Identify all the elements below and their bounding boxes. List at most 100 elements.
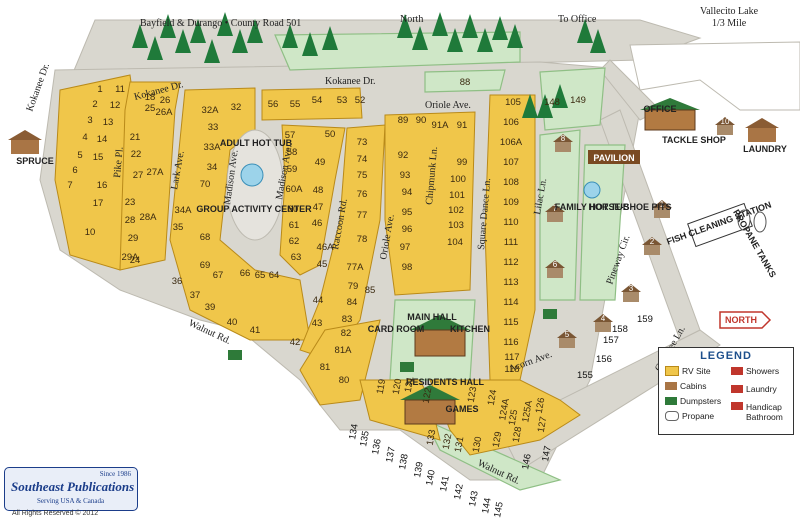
tree-icon [397, 14, 413, 38]
tree-icon [412, 26, 428, 50]
site-number: 15 [93, 152, 104, 163]
legend-label-handicap: Handicap Bathroom [746, 402, 783, 422]
site-number: 124 [486, 389, 500, 407]
site-number: 48 [313, 185, 324, 196]
site-number: 140 [424, 469, 438, 487]
legend-label-cabins: Cabins [680, 381, 707, 391]
site-number: 32A [202, 105, 220, 116]
cabin-number: 10 [721, 117, 730, 126]
site-number: 99 [457, 157, 468, 168]
site-number: 45 [317, 259, 328, 270]
place-label-card-room: CARD ROOM [368, 324, 425, 334]
site-number: 10 [85, 227, 96, 238]
site-number: 57 [285, 130, 296, 141]
site-number: 135 [358, 430, 372, 448]
cabin-number: 7 [553, 204, 558, 213]
site-number: 79 [348, 281, 359, 292]
tree-icon [247, 19, 263, 43]
place-label-pavilion: PAVILION [593, 153, 634, 163]
vallecito-lake-area [629, 41, 800, 111]
family-hot-tub-icon [583, 181, 601, 199]
site-number: 24 [130, 255, 141, 266]
site-number: 148 [544, 97, 560, 108]
site-number: 1 [97, 84, 102, 95]
site-number: 39 [205, 302, 216, 313]
cabin-icon: 10 [715, 117, 735, 135]
adult-hot-tub-icon [240, 163, 264, 187]
site-number: 3 [87, 115, 92, 126]
cabin-icon: 1 [652, 200, 672, 218]
site-number: 77A [347, 262, 365, 273]
site-number: 118 [504, 364, 519, 375]
tree-icon [432, 12, 448, 36]
cabin-icon: 4 [593, 314, 613, 332]
legend-label-propane: Propane [682, 411, 715, 421]
publisher-tagline: Serving USA & Canada [37, 497, 105, 505]
site-number: 149 [570, 95, 586, 106]
tree-icon [590, 29, 606, 53]
site-number: 33A [204, 142, 222, 153]
site-number: 68 [200, 232, 211, 243]
site-number: 142 [452, 483, 466, 501]
site-number: 81A [335, 345, 353, 356]
tree-icon [302, 32, 318, 56]
site-number: 126 [534, 397, 548, 415]
site-number: 83 [342, 314, 353, 325]
cabin-icon: 2 [642, 237, 662, 255]
site-number: 85 [365, 285, 376, 296]
site-number: 16 [97, 180, 108, 191]
site-number: 155 [577, 370, 593, 381]
cabin-number: 4 [601, 314, 606, 323]
cabin-icon: 7 [545, 204, 565, 222]
cabin-number: 3 [629, 284, 634, 293]
site-number: 80 [339, 375, 350, 386]
site-number: 46 [312, 218, 323, 229]
site-number: 106A [500, 137, 523, 148]
site-number: 141 [438, 475, 452, 493]
site-number: 7 [67, 180, 72, 191]
site-number: 29 [128, 233, 139, 244]
site-number: 98 [402, 262, 413, 273]
site-number: 112 [503, 257, 518, 268]
site-number: 138 [397, 453, 411, 471]
site-number: 11 [115, 84, 125, 95]
legend-label-rv-site: RV Site [682, 366, 711, 376]
cabin-number: 1 [660, 200, 665, 209]
cabin-icon: 8 [553, 134, 573, 152]
site-number: 29A [122, 252, 140, 263]
tree-icon [217, 12, 233, 36]
site-number: 22 [131, 149, 142, 160]
site-number: 12 [110, 100, 121, 111]
site-number: 122 [421, 387, 435, 405]
place-label-north-arrow: NORTH [725, 315, 757, 325]
place-label-main-hall: MAIN HALL [407, 312, 457, 322]
tree-icon [507, 24, 523, 48]
laundry-icon [731, 385, 743, 393]
site-number: 5 [77, 150, 82, 161]
legend-rv-site: RV Site [665, 366, 711, 376]
rv-site-swatch-icon [665, 366, 679, 376]
site-number: 110 [503, 217, 518, 228]
site-number: 123 [466, 386, 480, 404]
site-number: 146 [520, 453, 534, 471]
site-number: 27A [147, 167, 165, 178]
site-number: 63 [291, 252, 302, 263]
rv-lot-blocks [54, 74, 581, 456]
legend-handicap: Handicap Bathroom [731, 402, 789, 422]
legend-label-dumpsters: Dumpsters [680, 396, 722, 406]
legend-title: LEGEND [700, 350, 752, 362]
site-number: 108 [503, 177, 519, 188]
site-number: 130 [471, 436, 485, 454]
site-number: 42 [290, 337, 301, 348]
site-number: 133 [425, 429, 439, 447]
place-label-group-activity: GROUP ACTIVITY CENTER [196, 204, 312, 214]
site-number: 76 [357, 189, 368, 200]
propane-icon [665, 411, 679, 421]
cabin-number: 2 [650, 237, 655, 246]
site-number: 54 [312, 95, 323, 106]
site-number: 134 [347, 423, 361, 441]
site-number: 93 [400, 170, 411, 181]
site-number: 92 [398, 150, 409, 161]
place-label-kitchen: KITCHEN [450, 324, 490, 334]
